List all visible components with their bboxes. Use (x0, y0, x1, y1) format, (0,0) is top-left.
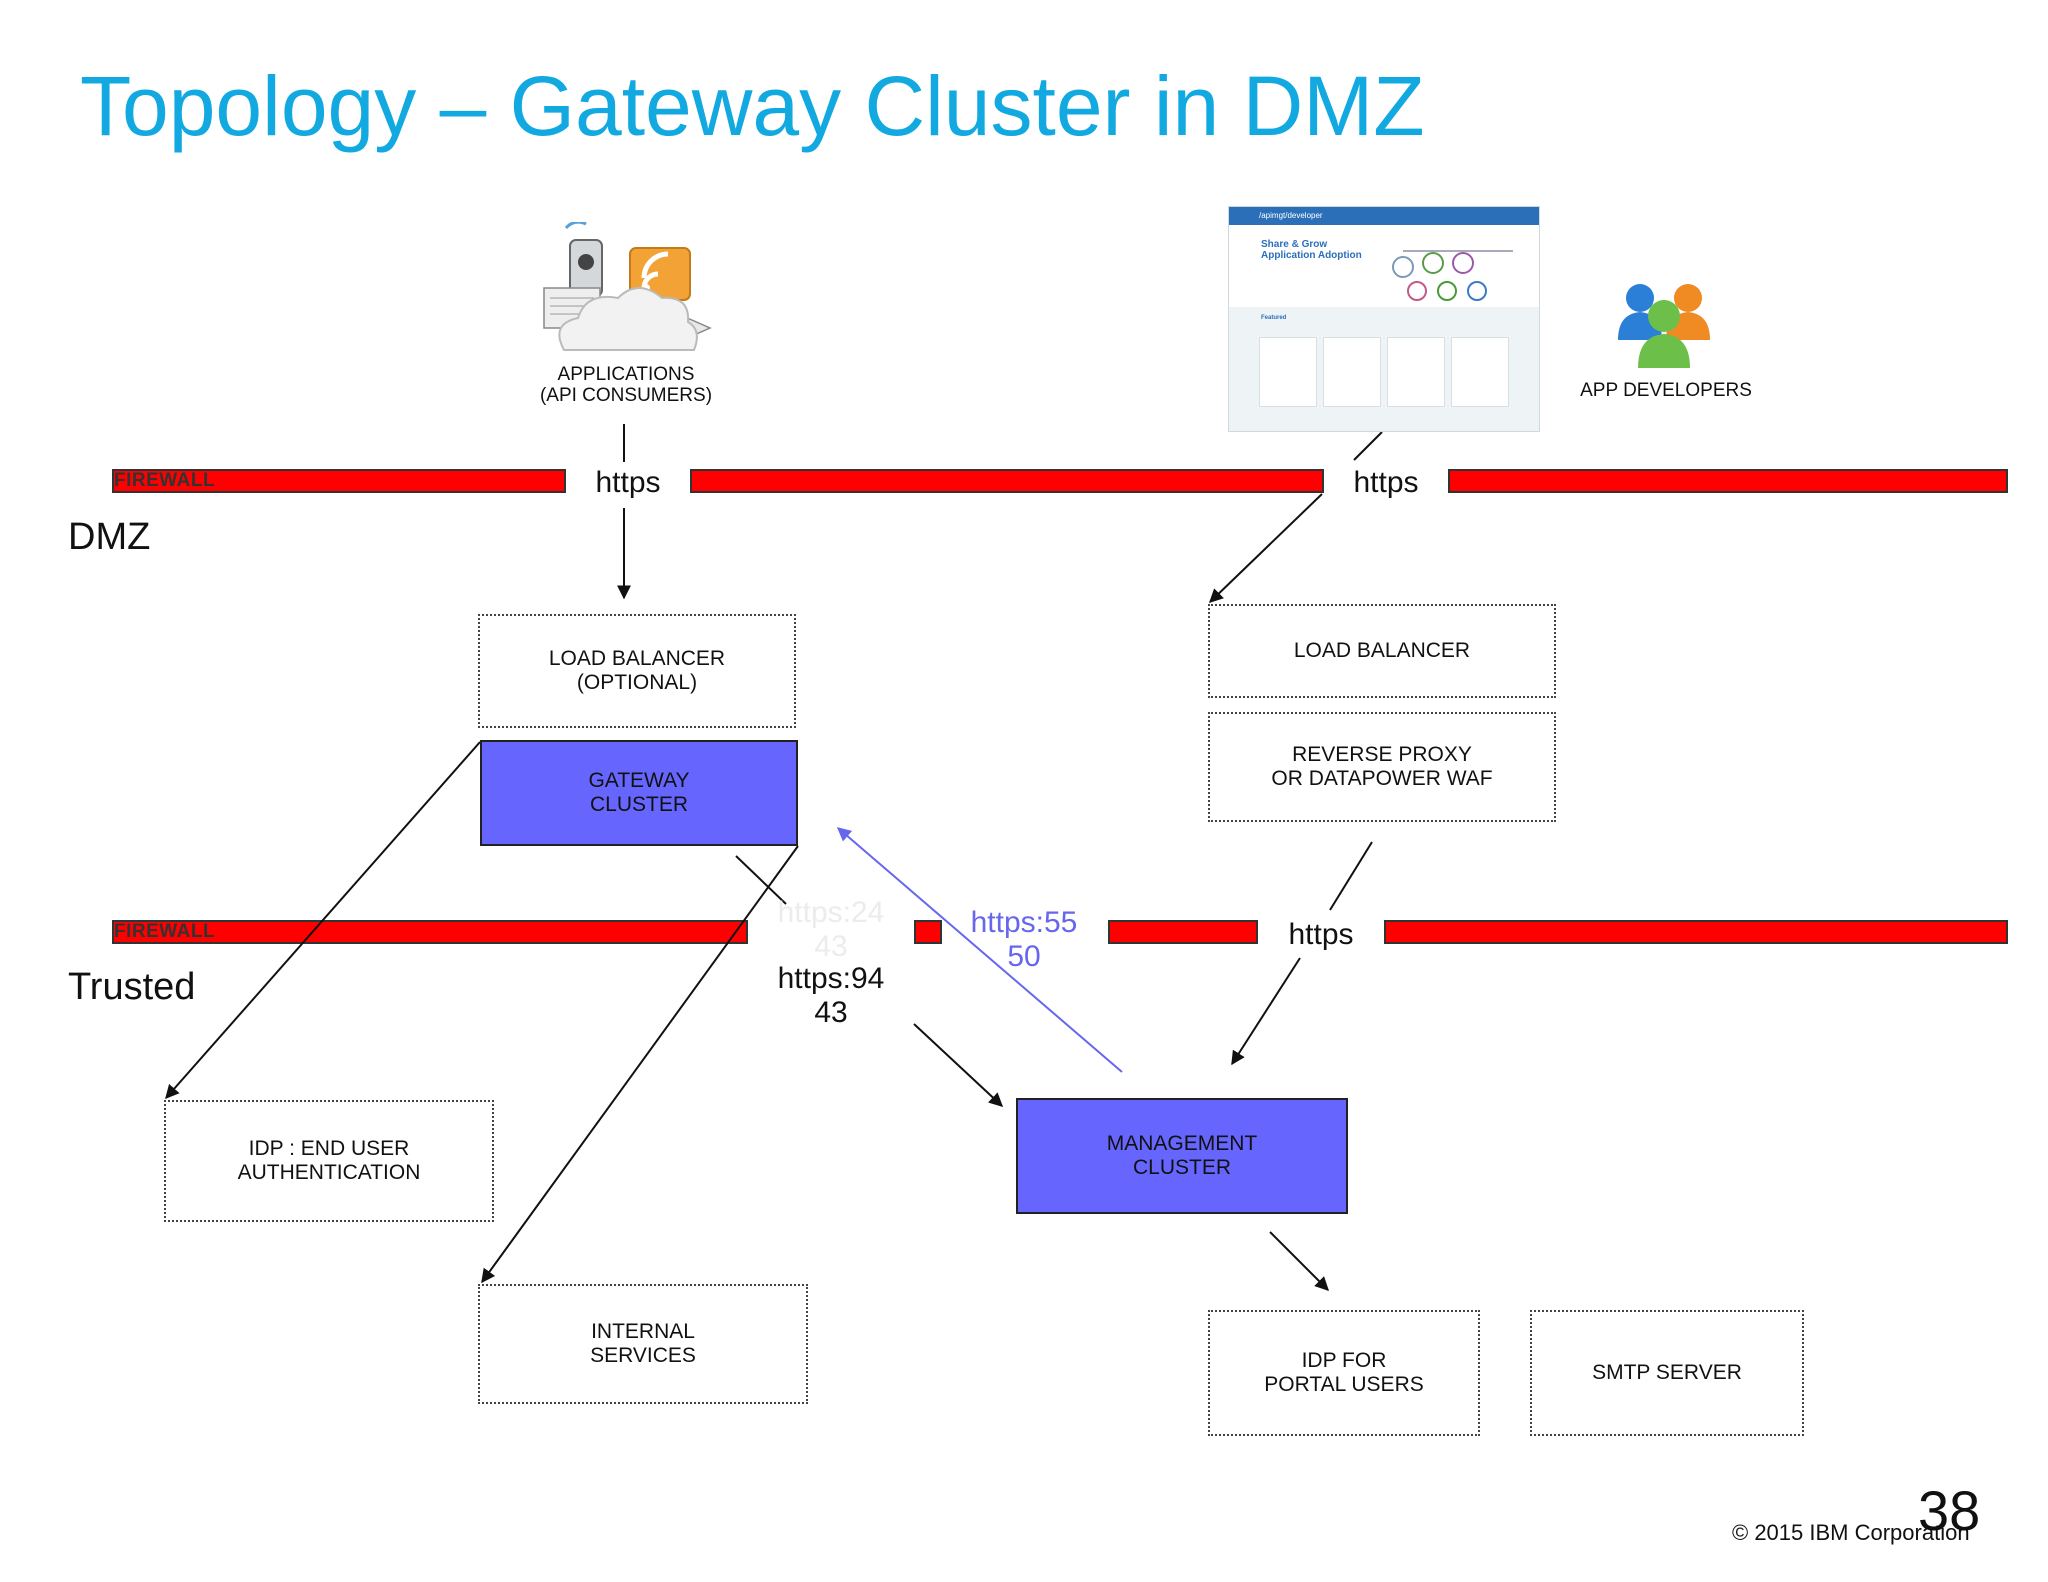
page-number: 38 (1918, 1479, 1981, 1542)
developer-https-label: https (1353, 466, 1419, 499)
reverse-proxy-box: REVERSE PROXY OR DATAPOWER WAF (1208, 712, 1556, 822)
portal-hero: Share & Grow Application Adoption (1229, 225, 1539, 307)
portal-features-label: Featured (1261, 315, 1287, 321)
proxy-to-mgmt-arrow (1231, 957, 1301, 1066)
mgmt-https-label: https (1288, 918, 1354, 951)
portal-link-upper (1353, 431, 1383, 461)
copyright: © 2015 IBM Corporation (1732, 1520, 1970, 1545)
portal-card (1387, 337, 1445, 407)
portal-card (1451, 337, 1509, 407)
portal-card (1323, 337, 1381, 407)
firewall-top-segment-2 (690, 469, 1324, 493)
portal-link-arrow (1208, 493, 1323, 603)
mgmt-to-gateway-port-label: https:55 50 (970, 906, 1078, 973)
firewall-bottom-segment-4 (1384, 920, 2008, 944)
gateway-to-mgmt-port-label: https:94 43 (777, 962, 885, 1029)
firewall-bottom-segment-1 (112, 920, 748, 944)
gateway-cluster-box: GATEWAY CLUSTER (480, 740, 798, 846)
gateway-to-idp-arrow (165, 741, 481, 1100)
smtp-server-box: SMTP SERVER (1530, 1310, 1804, 1436)
portal-top-bar: /apimgt/developer (1229, 207, 1539, 225)
firewall-top-segment-3 (1448, 469, 2008, 493)
mgmt-to-idp-portal-arrow (1269, 1231, 1329, 1291)
idp-end-user-box: IDP : END USER AUTHENTICATION (164, 1100, 494, 1222)
gateway-to-internal-arrow (481, 845, 799, 1284)
zone-label-dmz: DMZ (68, 516, 151, 558)
management-cluster-box: MANAGEMENT CLUSTER (1016, 1098, 1348, 1214)
gateway-to-mgmt-upper (735, 855, 787, 905)
developers-caption: APP DEVELOPERS (1580, 380, 1752, 401)
proxy-to-mgmt-upper (1329, 841, 1373, 911)
page-title: Topology – Gateway Cluster in DMZ (80, 59, 1425, 153)
load-balancer-optional-box: LOAD BALANCER (OPTIONAL) (478, 614, 796, 728)
firewall-bottom-segment-3 (1108, 920, 1258, 944)
firewall-top-label: FIREWALL (114, 470, 216, 491)
portal-headline: Share & Grow Application Adoption (1261, 239, 1362, 261)
consumers-caption: APPLICATIONS (API CONSUMERS) (539, 364, 713, 406)
faded-port-label: https:24 43 (777, 896, 885, 963)
firewall-top-segment-1 (112, 469, 566, 493)
portal-card (1259, 337, 1317, 407)
portal-hero-icons (1392, 250, 1513, 301)
internal-services-box: INTERNAL SERVICES (478, 1284, 808, 1404)
users-group-icon (1618, 284, 1710, 368)
firewall-bottom-segment-2 (914, 920, 942, 944)
gateway-to-mgmt-arrow (913, 1023, 1004, 1107)
zone-label-trusted: Trusted (68, 966, 196, 1008)
firewall-bottom-label: FIREWALL (114, 921, 216, 942)
developer-portal-screenshot: /apimgt/developer Share & Grow Applicati… (1228, 206, 1540, 432)
cloud-devices-icon (543, 222, 712, 352)
load-balancer-portal-box: LOAD BALANCER (1208, 604, 1556, 698)
idp-portal-users-box: IDP FOR PORTAL USERS (1208, 1310, 1480, 1436)
consumer-https-label: https (595, 466, 661, 499)
mgmt-to-gateway-arrow (836, 827, 1123, 1073)
